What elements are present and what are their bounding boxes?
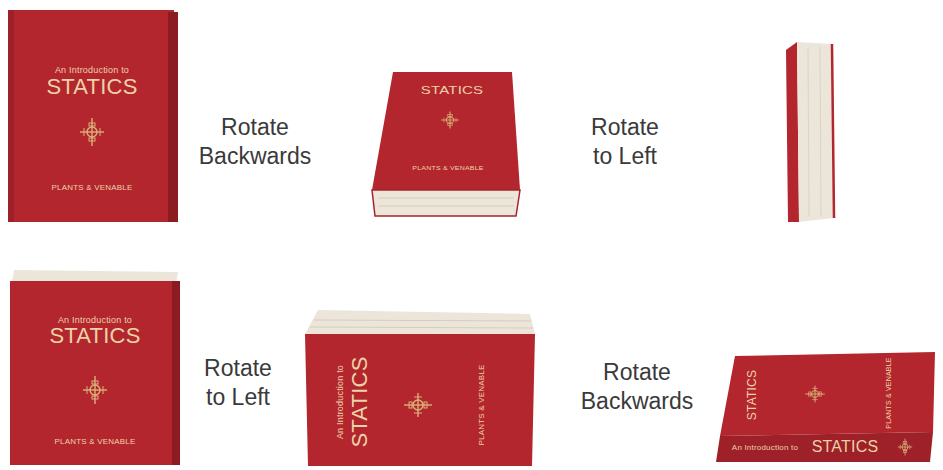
step-label: Rotate Backwards xyxy=(199,113,311,171)
cover-text: An Introduction to xyxy=(336,365,345,439)
book-rotated-left xyxy=(305,310,535,466)
cover-text: STATICS xyxy=(421,85,484,96)
cover-text: PLANTS & VENABLE xyxy=(54,438,135,446)
cover-text: STATICS xyxy=(49,325,140,347)
book-tilted-back xyxy=(372,72,520,216)
step-label: Rotate to Left xyxy=(204,354,272,412)
book-front xyxy=(10,270,180,465)
book-edge xyxy=(786,42,834,222)
book-front xyxy=(8,10,178,222)
cover-text: PLANTS & VENABLE xyxy=(478,364,486,445)
cover-text: STATICS xyxy=(812,439,879,455)
cover-text: An Introduction to xyxy=(58,316,132,325)
cover-text: PLANTS & VENABLE xyxy=(412,165,483,171)
cover-text: STATICS xyxy=(746,370,758,420)
cover-text: An Introduction to xyxy=(55,66,129,75)
cover-text: PLANTS & VENABLE xyxy=(885,357,892,428)
cover-text: STATICS xyxy=(46,76,137,98)
step-label: Rotate Backwards xyxy=(581,358,693,416)
step-label: Rotate to Left xyxy=(591,113,659,171)
book-rotated-back xyxy=(716,352,935,462)
cover-text: An Introduction to xyxy=(732,444,798,452)
cover-text: STATICS xyxy=(349,356,371,447)
cover-text: PLANTS & VENABLE xyxy=(51,184,132,192)
